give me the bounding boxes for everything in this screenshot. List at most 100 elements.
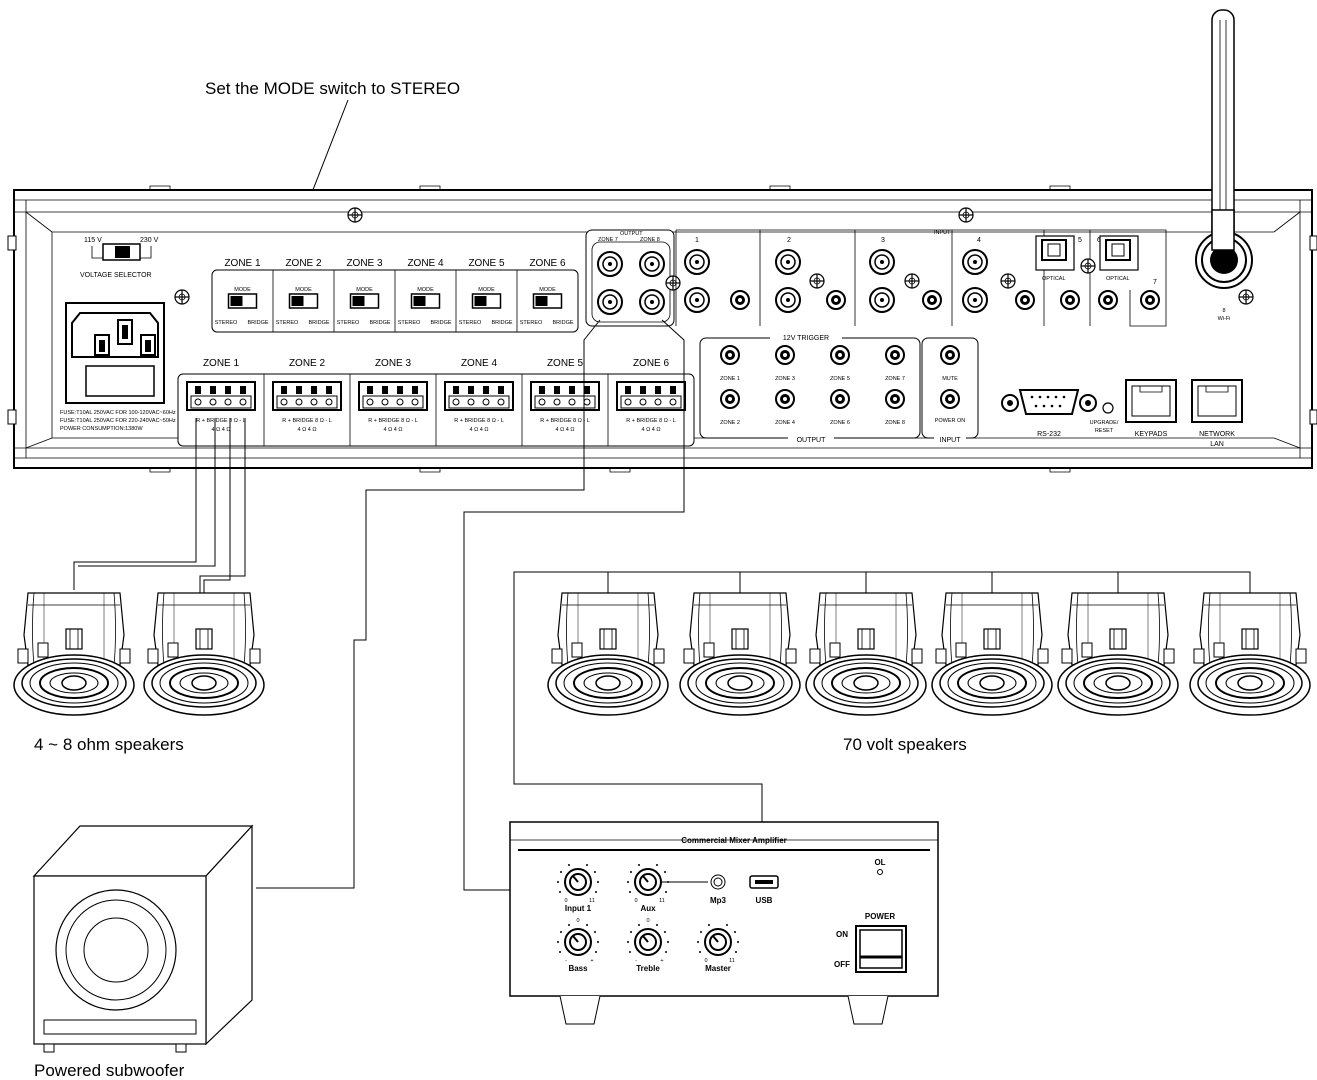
terminal-impedance-label: 4 Ω 4 Ω (642, 427, 661, 433)
knob-label: Input 1 (565, 904, 592, 913)
output-zone8: ZONE 8 (640, 237, 660, 243)
mode-stereo-label: STEREO (276, 320, 299, 326)
trigger-zone6: ZONE 6 (830, 420, 850, 426)
terminal-polarity-label: R + BRIDGE 8 Ω - L (626, 418, 676, 424)
off-label: OFF (834, 960, 850, 969)
terminal-polarity-label: R + BRIDGE 8 Ω - L (454, 418, 504, 424)
voltage-selector-label: VOLTAGE SELECTOR (80, 272, 152, 279)
terminal-zone-label: ZONE 5 (547, 358, 584, 369)
mode-stereo-label: STEREO (398, 320, 421, 326)
input-4-label: 4 (977, 237, 981, 244)
upgrade-label: UPGRADE/ (1090, 420, 1119, 426)
mp3-label: Mp3 (710, 896, 727, 905)
wifi-number: 8 (1222, 308, 1225, 314)
trigger-zone3: ZONE 3 (775, 376, 795, 382)
knob-min-label: 0 (634, 898, 637, 904)
mixer-power-switch[interactable] (855, 925, 907, 973)
mode-label: MODE (356, 287, 373, 293)
mode-zone-label: ZONE 6 (529, 258, 566, 269)
reset-label: RESET (1095, 428, 1114, 434)
seventy-volt-speakers (547, 592, 1311, 716)
voltage-selector[interactable]: 115 V 230 V VOLTAGE SELECTOR (80, 237, 159, 279)
power-on-label: POWER ON (935, 418, 966, 424)
usb-label: USB (756, 896, 773, 905)
knob-label: Bass (568, 964, 588, 973)
commercial-mixer-amplifier: Commercial Mixer Amplifier (509, 821, 939, 1025)
knob-max-label: + (660, 958, 663, 964)
terminal-zone-label: ZONE 2 (289, 358, 326, 369)
on-label: ON (836, 930, 848, 939)
knob-label: Treble (636, 964, 660, 973)
trigger-zone8: ZONE 8 (885, 420, 905, 426)
ol-label: OL (874, 858, 885, 867)
speaker-terminal-zone-2[interactable]: ZONE 2R + BRIDGE 8 Ω - L4 Ω 4 Ω (263, 358, 342, 446)
mode-bridge-label: BRIDGE (491, 320, 512, 326)
speaker-terminal-zone-6[interactable]: ZONE 6 R + BRIDGE 8 Ω - L 4 Ω 4 Ω (607, 358, 686, 446)
speaker-terminal-zone-3[interactable]: ZONE 3R + BRIDGE 8 Ω - L4 Ω 4 Ω (349, 358, 428, 446)
output-header: OUTPUT (620, 231, 643, 237)
terminal-zone-label: ZONE 6 (633, 358, 670, 369)
terminal-impedance-label: 4 Ω 4 Ω (470, 427, 489, 433)
mode-bridge-label: BRIDGE (247, 320, 268, 326)
voltage-230-label: 230 V (140, 237, 159, 244)
wifi-antenna: 8 Wi-Fi (1195, 9, 1253, 322)
mode-bridge-label: BRIDGE (369, 320, 390, 326)
rca-panel: OUTPUT ZONE 7 ZONE 8 INPUT 1 2 3 4 5 6 7 (585, 229, 1167, 327)
wiring (73, 319, 1251, 891)
trigger-zone1: ZONE 1 (720, 376, 740, 382)
lan-label: LAN (1210, 441, 1224, 448)
trigger-output-footer: OUTPUT (797, 437, 827, 444)
optical-6-label: OPTICAL (1106, 276, 1130, 282)
mode-label: MODE (478, 287, 495, 293)
knob-label: Master (705, 964, 731, 973)
wifi-label: Wi-Fi (1218, 316, 1231, 322)
speaker-terminal-zone-4[interactable]: ZONE 4R + BRIDGE 8 Ω - L4 Ω 4 Ω (435, 358, 514, 446)
output-zone7: ZONE 7 (598, 237, 618, 243)
mode-bridge-label: BRIDGE (308, 320, 329, 326)
speaker-terminal-zone-5[interactable]: ZONE 5 R + BRIDGE 8 Ω - L 4 Ω 4 Ω (521, 358, 600, 446)
trigger-panel: 12V TRIGGER ZONE 1 ZONE 3 ZONE 5 ZONE 7 … (699, 332, 979, 444)
fuse-text-2: FUSE:T10AL 250VAC FOR 220-240VAC~50Hz (60, 418, 176, 424)
terminal-polarity-label: R + BRIDGE 8 Ω - L (282, 418, 332, 424)
knob-mid-label: 0 (576, 918, 579, 924)
terminal-polarity-label: R + BRIDGE 8 Ω - L (540, 418, 590, 424)
input-7-label: 7 (1153, 279, 1157, 286)
mode-zone-label: ZONE 3 (346, 258, 383, 269)
trigger-zone5: ZONE 5 (830, 376, 850, 382)
mode-switch-zone-5[interactable]: ZONE 5 MODE STEREO BRIDGE (455, 258, 513, 332)
input-5-label: 5 (1078, 237, 1082, 244)
optical-5-label: OPTICAL (1042, 276, 1066, 282)
knob-max-label: 11 (659, 898, 665, 904)
mode-stereo-label: STEREO (215, 320, 238, 326)
terminal-polarity-label: R + BRIDGE 8 Ω - L (196, 418, 246, 424)
terminal-impedance-label: 4 Ω 4 Ω (556, 427, 575, 433)
terminal-zone-label: ZONE 3 (375, 358, 412, 369)
terminal-zone-label: ZONE 1 (203, 358, 240, 369)
knob-min-label: 0 (704, 958, 707, 964)
mode-stereo-label: STEREO (459, 320, 482, 326)
knob-max-label: 11 (729, 958, 735, 964)
terminal-impedance-label: 4 Ω 4 Ω (384, 427, 403, 433)
knob-min-label: - (635, 958, 637, 964)
voltage-115-label: 115 V (84, 237, 102, 244)
speaker-terminal-zone-1[interactable]: ZONE 1R + BRIDGE 8 Ω - L4 Ω 4 Ω (186, 358, 256, 433)
mode-bridge-label: BRIDGE (552, 320, 573, 326)
subwoofer-caption: Powered subwoofer (34, 1061, 185, 1080)
mixer-title: Commercial Mixer Amplifier (681, 836, 787, 845)
ac-power-inlet: FUSE:T10AL 250VAC FOR 100-120VAC~60Hz FU… (60, 302, 176, 432)
mixer-io: Mp3 USB OL POWER ON OFF (662, 858, 895, 969)
trigger-zone2: ZONE 2 (720, 420, 740, 426)
mode-switch-note: Set the MODE switch to STEREO (205, 79, 460, 98)
mode-zone-label: ZONE 5 (468, 258, 505, 269)
